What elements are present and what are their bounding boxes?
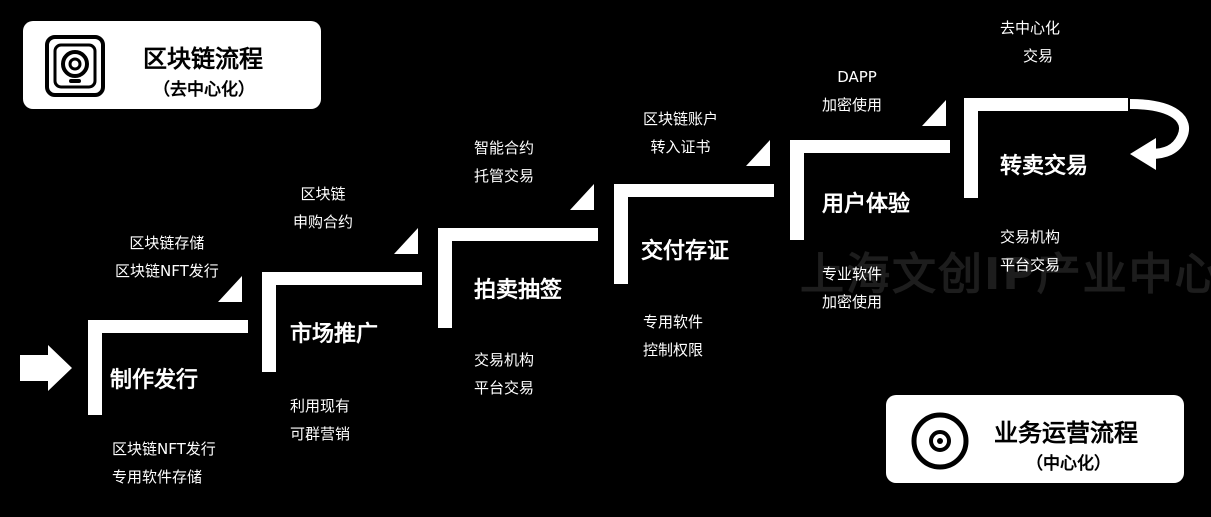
top-note-6-line-2: 交易 (1023, 47, 1054, 65)
top-note-4-line-2: 转入证书 (650, 138, 711, 156)
top-note-5-line-2: 加密使用 (822, 96, 883, 114)
top-note-2-line-2: 申购合约 (293, 213, 354, 231)
bottom-note-2-line-2: 可群营销 (290, 425, 351, 443)
bottom-note-5: 专业软件 加密使用 (822, 260, 882, 316)
bottom-note-3-line-2: 平台交易 (474, 379, 535, 397)
legend-blockchain-title: 区块链流程 (143, 45, 263, 73)
legend-business-process: 业务运营流程 （中心化） (886, 395, 1184, 483)
step-bracket-4 (614, 140, 774, 284)
top-note-3-line-2: 托管交易 (474, 167, 535, 185)
bottom-note-1-line-2: 专用软件存储 (112, 468, 203, 486)
step-bracket-3 (438, 184, 598, 328)
top-note-2-line-1: 区块链 (300, 185, 346, 203)
top-note-2: 区块链 申购合约 (293, 180, 353, 236)
bottom-note-1-line-1: 区块链NFT发行 (112, 440, 216, 458)
step-label-production-release: 制作发行 (110, 368, 199, 393)
step-bracket-6 (964, 98, 1128, 198)
start-arrow-icon (20, 345, 72, 391)
step-label-market-promotion: 市场推广 (290, 322, 379, 347)
bottom-note-5-line-2: 加密使用 (822, 293, 883, 311)
step-label-delivery-certification: 交付存证 (641, 239, 730, 264)
top-note-1-line-2: 区块链NFT发行 (115, 262, 219, 280)
step-bracket-5 (790, 100, 950, 240)
top-note-6-line-1: 去中心化 (1000, 19, 1061, 37)
bottom-note-2-line-1: 利用现有 (290, 397, 351, 415)
top-note-5: DAPP 加密使用 (822, 63, 882, 119)
speaker-icon (43, 34, 107, 102)
top-note-3: 智能合约 托管交易 (474, 134, 534, 190)
disc-icon (910, 411, 970, 475)
bottom-note-1: 区块链NFT发行 专用软件存储 (112, 435, 216, 491)
legend-blockchain-subtitle: （去中心化） (153, 80, 255, 100)
top-note-5-line-1: DAPP (837, 68, 877, 86)
bottom-note-3-line-1: 交易机构 (474, 351, 535, 369)
legend-business-title: 业务运营流程 (994, 419, 1138, 447)
legend-blockchain-process: 区块链流程 （去中心化） (23, 21, 321, 109)
bottom-note-4-line-2: 控制权限 (643, 341, 704, 359)
bottom-note-2: 利用现有 可群营销 (290, 392, 350, 448)
top-note-1: 区块链存储 区块链NFT发行 (115, 229, 219, 285)
bottom-note-6-line-2: 平台交易 (1000, 256, 1061, 274)
watermark: 上海文创IP产业中心 (800, 249, 1211, 300)
top-note-6: 去中心化 交易 (1000, 14, 1060, 70)
bottom-note-3: 交易机构 平台交易 (474, 346, 534, 402)
step-bracket-1 (88, 276, 248, 415)
top-note-3-line-1: 智能合约 (474, 139, 535, 157)
top-note-1-line-1: 区块链存储 (129, 234, 205, 252)
return-arrow-icon (1129, 99, 1189, 170)
top-note-4: 区块链账户 转入证书 (643, 105, 718, 161)
step-label-resale-trading: 转卖交易 (1000, 154, 1089, 179)
bottom-note-4-line-1: 专用软件 (643, 313, 704, 331)
step-bracket-2 (262, 228, 422, 372)
step-label-auction-lottery: 拍卖抽签 (474, 278, 563, 303)
bottom-note-6-line-1: 交易机构 (1000, 228, 1061, 246)
bottom-note-5-line-1: 专业软件 (822, 265, 883, 283)
legend-business-subtitle: （中心化） (1026, 454, 1111, 474)
bottom-note-6: 交易机构 平台交易 (1000, 223, 1060, 279)
step-label-user-experience: 用户体验 (822, 192, 911, 217)
bottom-note-4: 专用软件 控制权限 (643, 308, 703, 364)
top-note-4-line-1: 区块链账户 (643, 110, 719, 128)
